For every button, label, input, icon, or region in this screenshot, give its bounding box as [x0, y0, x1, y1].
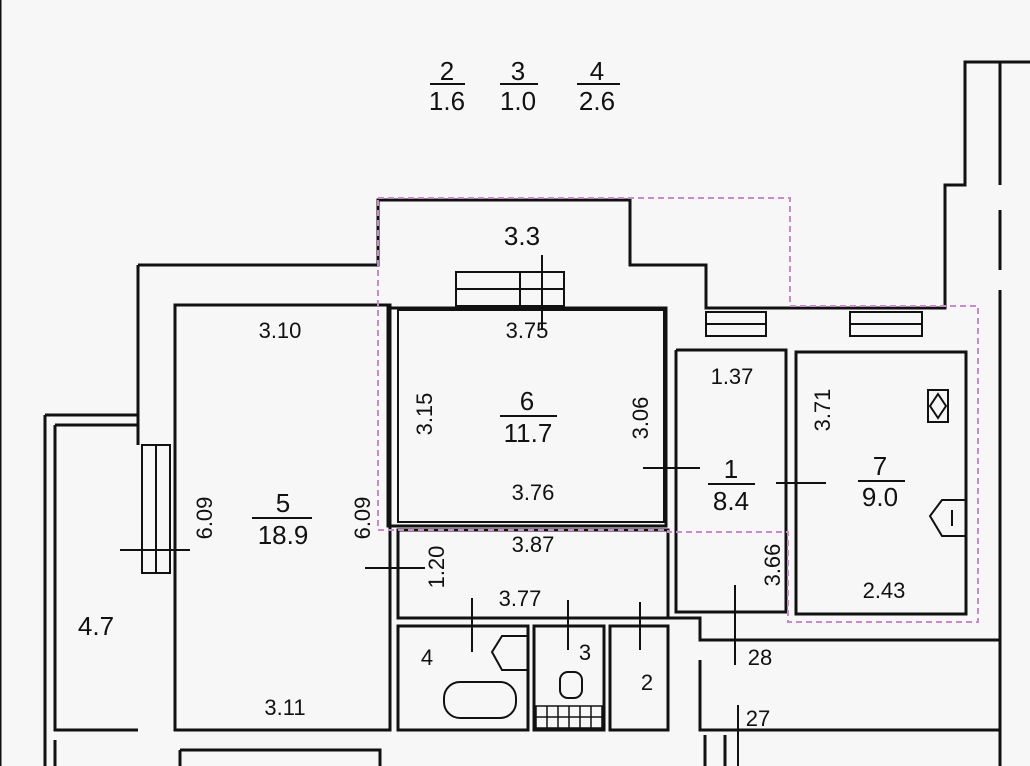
- stove-icon: [927, 389, 949, 423]
- windows: [120, 311, 923, 574]
- bathtub-icon: [443, 681, 517, 719]
- dim-r6-right: 3.06: [628, 397, 653, 440]
- room-6-number: 6: [520, 386, 534, 416]
- dim-r5-right: 6.09: [350, 497, 375, 540]
- fraction-denominator: 1.6: [429, 86, 465, 116]
- corridor-number-27: 27: [746, 706, 770, 731]
- dim-r1-lower: 3.66: [760, 544, 785, 587]
- fraction-denominator: 2.6: [579, 86, 615, 116]
- room-6-area: 11.7: [504, 418, 553, 448]
- washbasin-icon: [490, 635, 528, 671]
- dim-r5-top: 3.10: [259, 318, 302, 343]
- room-4-bath: 4: [396, 598, 530, 732]
- fraction-numerator: 4: [590, 56, 604, 86]
- room-5-area: 18.9: [258, 520, 309, 550]
- room-7-area: 9.0: [862, 482, 898, 512]
- room-1-number: 1: [724, 454, 738, 484]
- top-balcony: 3.3: [455, 221, 565, 330]
- header-fraction-3: 3 1.0: [500, 56, 538, 116]
- dim-r5-left: 6.09: [192, 497, 217, 540]
- room-6: 3.75 3.15 3.06 6 11.7 3.76: [386, 306, 700, 528]
- room-3-wc: 3: [532, 600, 606, 732]
- dim-r1-top: 1.37: [711, 364, 754, 389]
- dim-r6-left: 3.15: [412, 393, 437, 436]
- header-fraction-2: 2 1.6: [429, 56, 465, 116]
- highlight-boundary: [377, 197, 979, 623]
- fraction-numerator: 2: [440, 56, 454, 86]
- corridor: 3.87 1.20 3.77: [396, 528, 670, 620]
- room-3-number: 3: [579, 640, 591, 665]
- room-2-number: 2: [641, 670, 653, 695]
- dim-left-balcony: 4.7: [78, 611, 114, 641]
- bottom-structures: 27: [178, 616, 1000, 766]
- dim-r6-bottom: 3.76: [512, 480, 555, 505]
- dim-r5-bottom: 3.11: [264, 695, 305, 720]
- room-5-number: 5: [276, 488, 290, 518]
- dim-corridor-height: 1.20: [424, 546, 449, 589]
- fraction-denominator: 1.0: [500, 86, 536, 116]
- dim-balcony-top: 3.3: [504, 221, 540, 251]
- sink-icon: [928, 499, 966, 537]
- room-1-area: 8.4: [713, 486, 749, 516]
- header-fraction-4: 4 2.6: [577, 56, 620, 116]
- room-7: 3.71 7 9.0 2.43: [794, 350, 968, 616]
- room-2-closet: 2: [608, 602, 670, 732]
- room-7-number: 7: [873, 451, 887, 481]
- dim-corridor-bottom: 3.77: [499, 586, 542, 611]
- room-4-number: 4: [421, 645, 433, 670]
- room-1: 1.37 1 8.4 3.66 28: [674, 348, 826, 670]
- dim-r6-top: 3.75: [506, 318, 549, 343]
- dim-r7-bottom: 2.43: [863, 578, 906, 603]
- toilet-icon: [559, 671, 583, 699]
- dim-corridor-top: 3.87: [512, 532, 555, 557]
- dim-r7-left: 3.71: [810, 389, 835, 432]
- room-5: 3.10 6.09 6.09 5 18.9 3.11: [173, 303, 425, 732]
- corridor-number-28: 28: [748, 645, 772, 670]
- fraction-numerator: 3: [511, 56, 525, 86]
- tile-grid: [535, 705, 603, 729]
